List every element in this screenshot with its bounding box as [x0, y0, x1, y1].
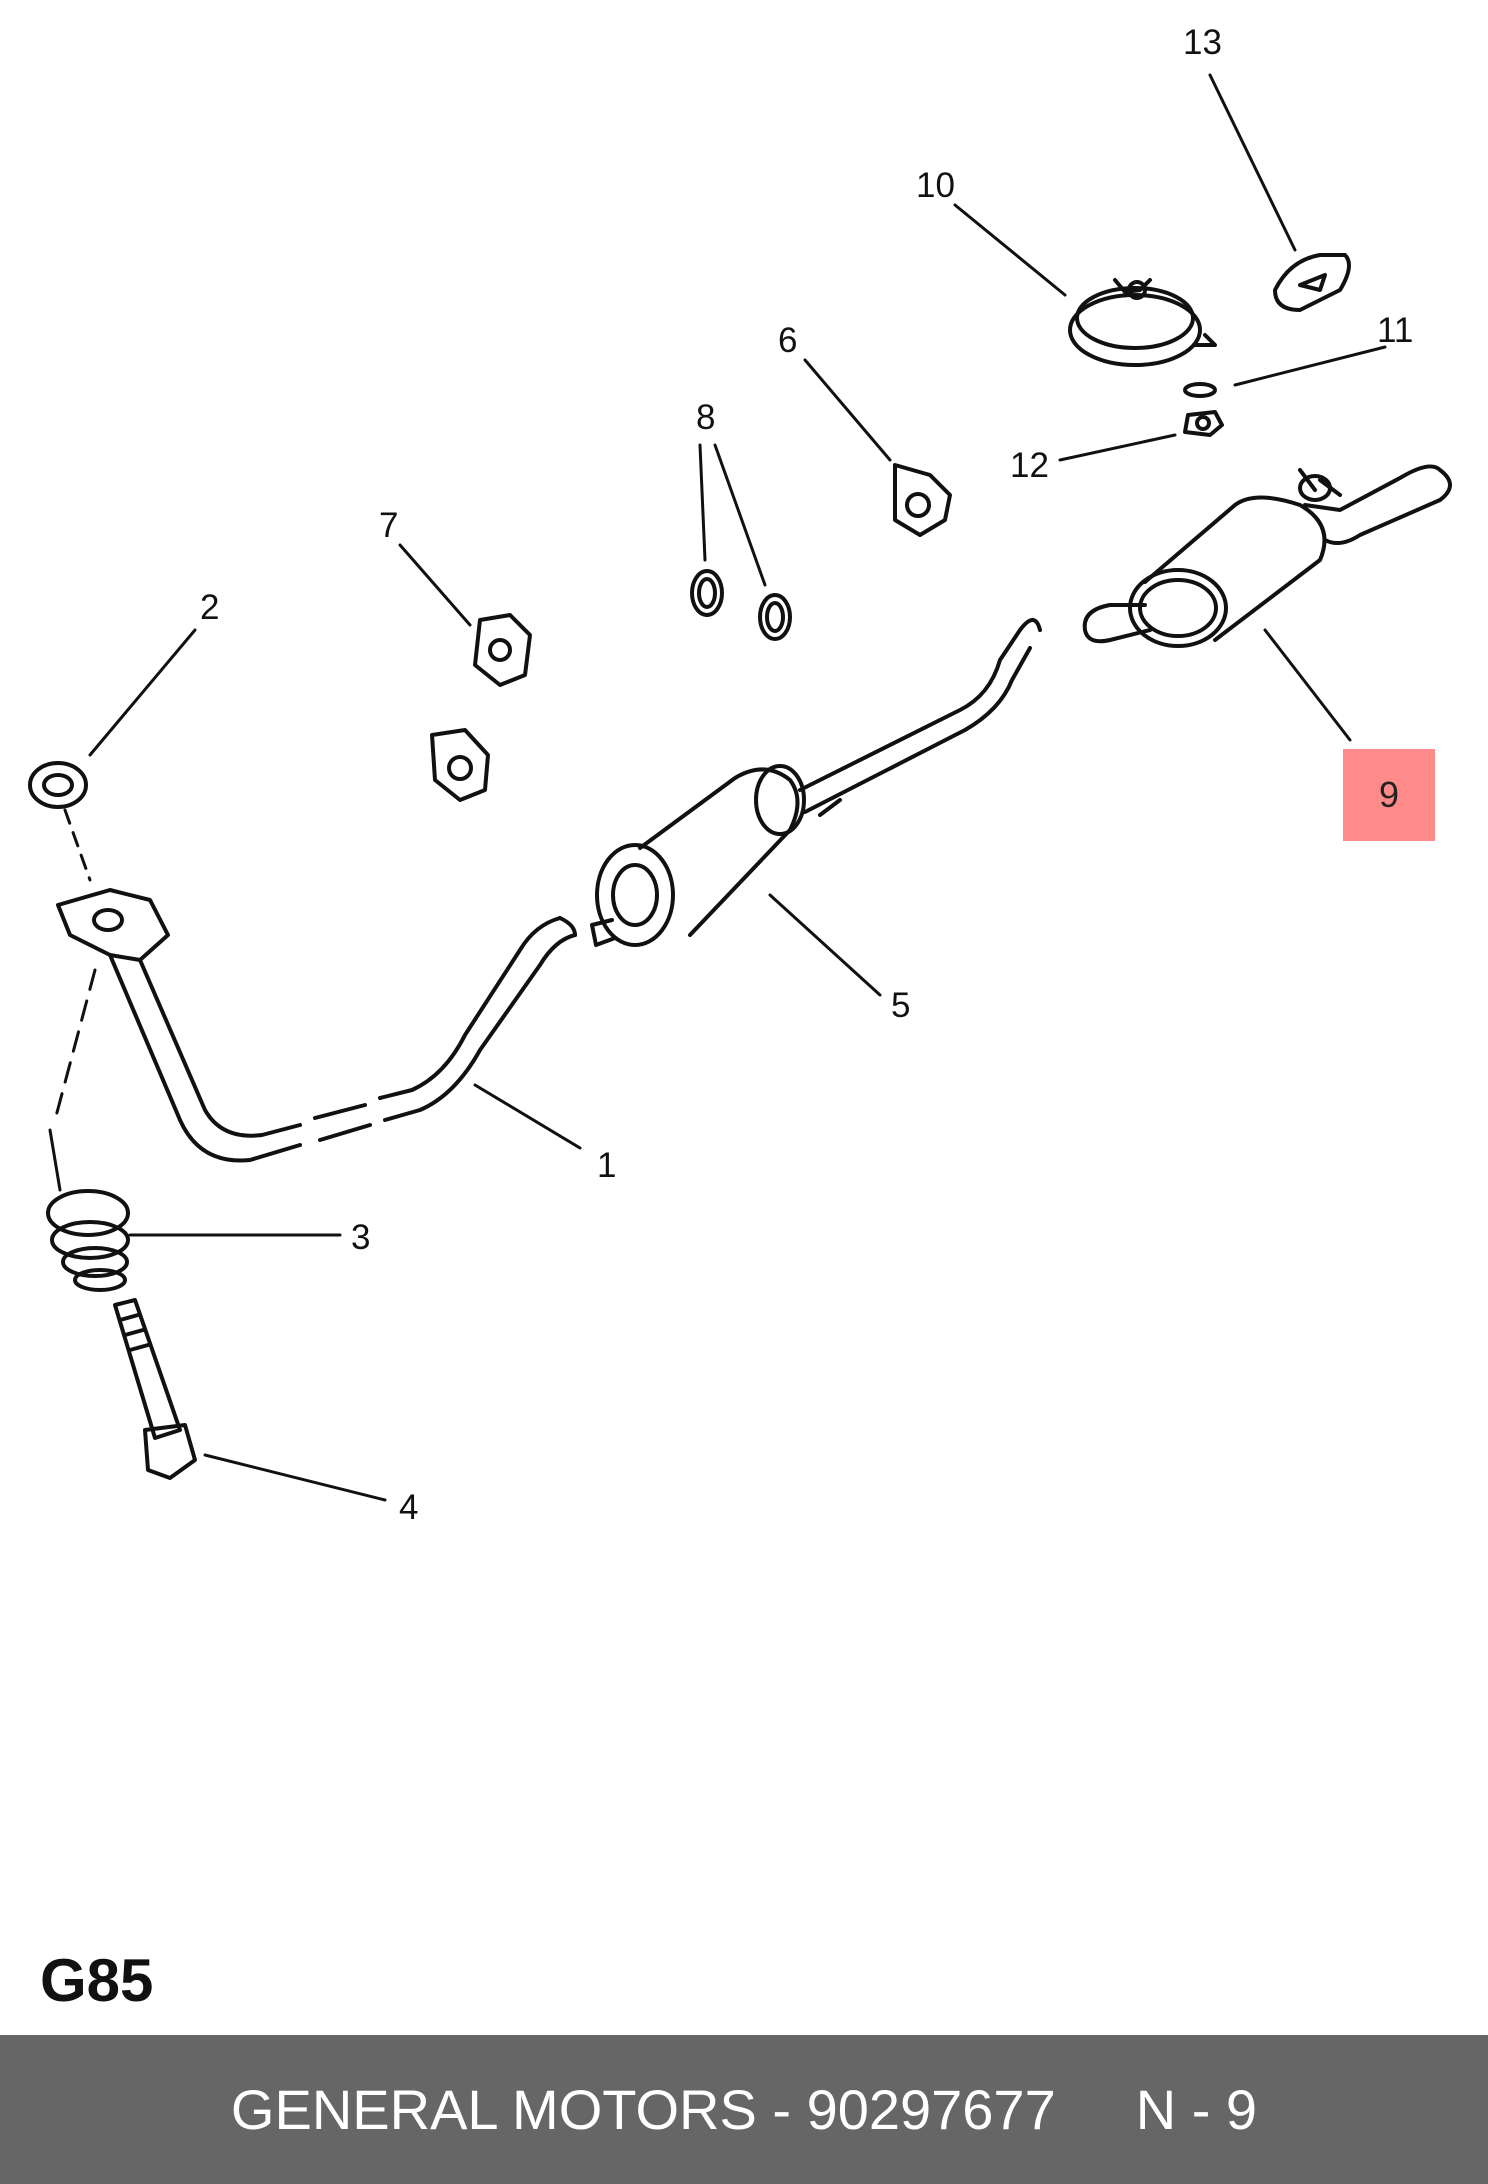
callout-5: 5	[891, 986, 911, 1025]
callout-4: 4	[399, 1488, 419, 1527]
leader-lines	[88, 73, 1387, 1502]
callout-12: 12	[1010, 446, 1049, 485]
callout-10: 10	[916, 166, 955, 205]
part-8-rings	[690, 569, 792, 641]
part-4-bolt	[113, 1298, 197, 1480]
callout-9-highlight[interactable]: 9	[1343, 749, 1435, 841]
callout-7: 7	[379, 506, 399, 545]
callout-6: 6	[778, 321, 798, 360]
callout-1: 1	[597, 1146, 617, 1185]
callout-13: 13	[1183, 23, 1222, 62]
part-7-bracket	[430, 613, 532, 802]
part-6-bracket	[893, 463, 952, 537]
callout-11: 11	[1377, 311, 1414, 350]
footer-ref: N - 9	[1135, 2078, 1258, 2141]
part-10-clamp	[1068, 278, 1217, 367]
callout-9: 9	[1378, 774, 1400, 815]
diagram-code: G85	[40, 1947, 154, 2014]
callout-2: 2	[200, 588, 220, 627]
callout-3: 3	[351, 1218, 371, 1257]
footer-brand-part: GENERAL MOTORS - 90297677	[230, 2078, 1056, 2141]
callout-8: 8	[696, 398, 716, 437]
footer-bar: GENERAL MOTORS - 90297677 N - 9	[0, 2035, 1488, 2184]
part-11-washer	[1183, 382, 1217, 398]
part-1-front-pipe	[48, 888, 577, 1192]
part-5-center-muffler	[590, 618, 1042, 947]
part-12-nut	[1183, 410, 1224, 437]
exhaust-system-diagram	[28, 73, 1452, 1502]
part-13-hanger	[1273, 253, 1351, 312]
part-3-spring	[46, 1189, 130, 1292]
part-2-gasket	[28, 761, 92, 882]
part-9-rear-muffler	[1082, 464, 1452, 648]
